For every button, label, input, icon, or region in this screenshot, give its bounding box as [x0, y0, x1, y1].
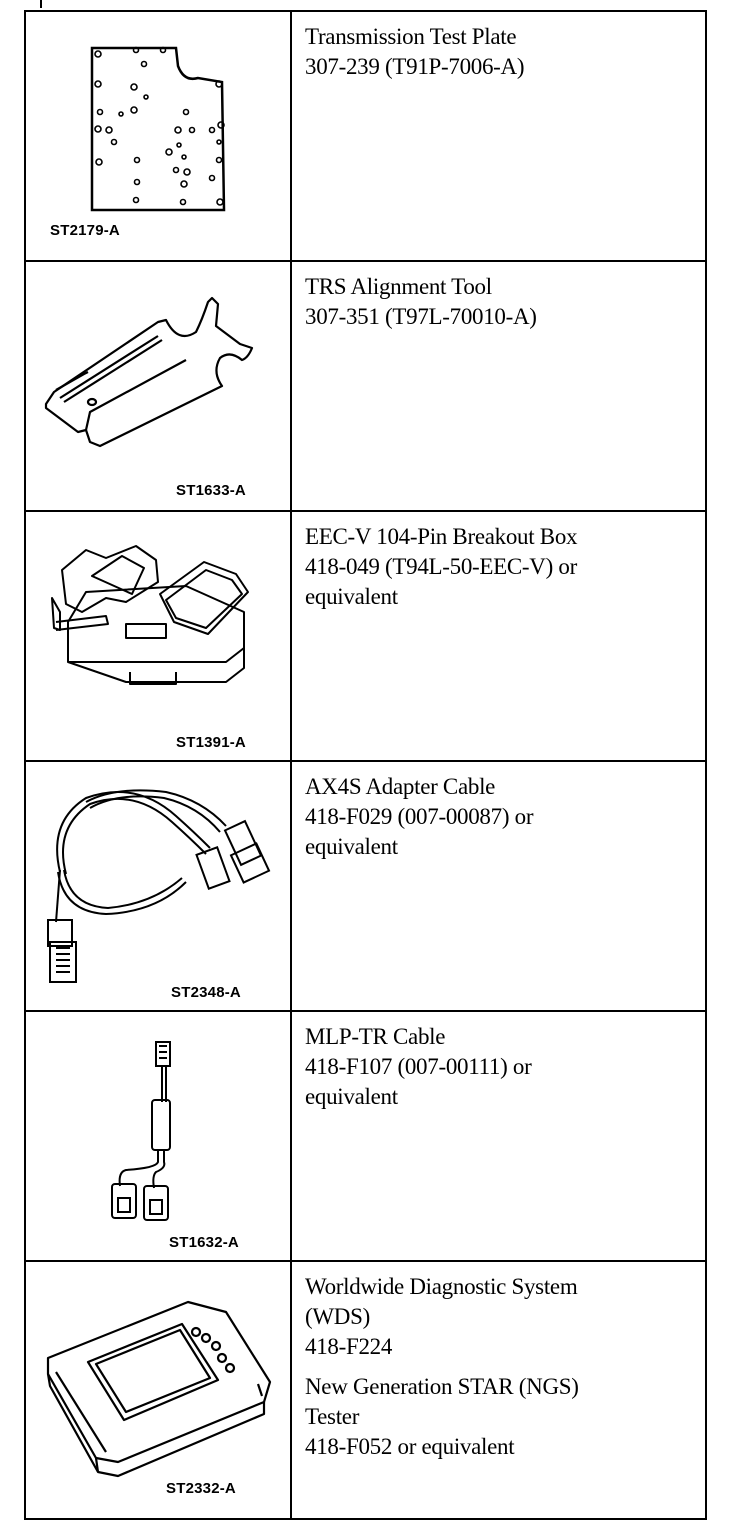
tool-name-abbrev: (WDS) [305, 1304, 370, 1329]
tool-part-number-alt: 418-F052 or equivalent [305, 1434, 515, 1459]
tool-name: MLP-TR Cable [305, 1024, 446, 1049]
tool-part-number: 418-F224 [305, 1334, 393, 1359]
tool-figure-cell: ST2179-A [24, 10, 292, 262]
tool-figure-cell: ST1632-A [24, 1010, 292, 1262]
breakout-box-icon [51, 545, 249, 685]
tool-name: TRS Alignment Tool [305, 274, 492, 299]
special-tools-table: ST2179-A Transmission Test Plate 307-239… [24, 10, 707, 1520]
tool-row: ST2332-A Worldwide Diagnostic System (WD… [24, 1260, 707, 1520]
figure-code: ST2179-A [50, 222, 120, 239]
tool-row: ST1633-A TRS Alignment Tool 307-351 (T97… [24, 260, 707, 512]
tool-description-cell: Worldwide Diagnostic System (WDS) 418-F2… [290, 1260, 707, 1520]
tool-part-number: 307-239 (T91P-7006-A) [305, 54, 525, 79]
page-corner-tick [40, 0, 42, 8]
tool-description-cell: MLP-TR Cable 418-F107 (007-00111) or equ… [290, 1010, 707, 1262]
tool-part-number: 418-F029 (007-00087) or [305, 804, 534, 829]
tool-row: ST1391-A EEC-V 104-Pin Breakout Box 418-… [24, 510, 707, 762]
tool-note: equivalent [305, 584, 398, 609]
adapter-cable-icon [47, 789, 271, 983]
tool-row: ST2179-A Transmission Test Plate 307-239… [24, 10, 707, 262]
tool-name-alt-suffix: Tester [305, 1404, 360, 1429]
tool-figure-cell: ST2348-A [24, 760, 292, 1012]
tool-figure-cell: ST1391-A [24, 510, 292, 762]
tool-part-number: 418-F107 (007-00111) or [305, 1054, 532, 1079]
diagnostic-tester-icon [46, 1300, 272, 1478]
tool-description-cell: AX4S Adapter Cable 418-F029 (007-00087) … [290, 760, 707, 1012]
tool-name: AX4S Adapter Cable [305, 774, 496, 799]
tool-part-number: 418-049 (T94L-50-EEC-V) or [305, 554, 577, 579]
tool-name: Worldwide Diagnostic System [305, 1274, 578, 1299]
tool-name: EEC-V 104-Pin Breakout Box [305, 524, 578, 549]
tool-figure-cell: ST1633-A [24, 260, 292, 512]
tool-name: Transmission Test Plate [305, 24, 517, 49]
figure-code: ST1391-A [176, 734, 246, 751]
tool-part-number: 307-351 (T97L-70010-A) [305, 304, 537, 329]
tool-description-cell: TRS Alignment Tool 307-351 (T97L-70010-A… [290, 260, 707, 512]
tool-note: equivalent [305, 834, 398, 859]
trs-alignment-tool-icon [44, 296, 254, 448]
mlp-tr-cable-icon [111, 1041, 171, 1221]
tool-figure-cell: ST2332-A [24, 1260, 292, 1520]
transmission-test-plate-icon [90, 46, 226, 212]
tool-description-cell: EEC-V 104-Pin Breakout Box 418-049 (T94L… [290, 510, 707, 762]
figure-code: ST1633-A [176, 482, 246, 499]
tool-row: ST1632-A MLP-TR Cable 418-F107 (007-0011… [24, 1010, 707, 1262]
figure-code: ST1632-A [169, 1234, 239, 1251]
tool-name-alt: New Generation STAR (NGS) [305, 1374, 579, 1399]
figure-code: ST2348-A [171, 984, 241, 1001]
figure-code: ST2332-A [166, 1480, 236, 1497]
tool-description-cell: Transmission Test Plate 307-239 (T91P-70… [290, 10, 707, 262]
tool-row: ST2348-A AX4S Adapter Cable 418-F029 (00… [24, 760, 707, 1012]
tool-note: equivalent [305, 1084, 398, 1109]
